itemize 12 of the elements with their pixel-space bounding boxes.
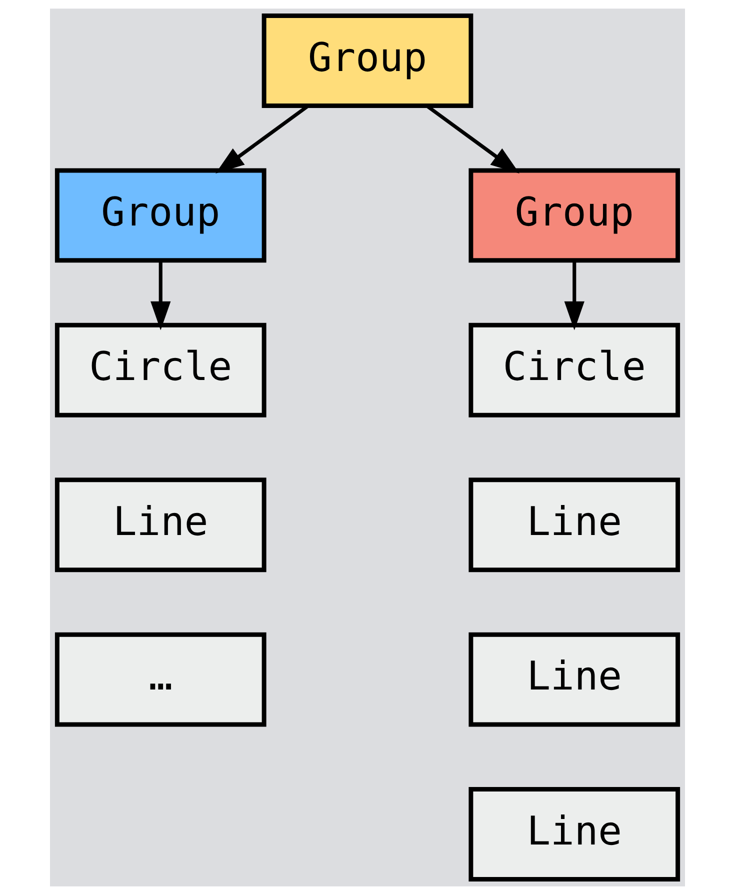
node-box: Line bbox=[54, 478, 266, 572]
arrow bbox=[150, 260, 171, 330]
node-box: Group bbox=[54, 168, 266, 263]
arrow bbox=[564, 260, 584, 330]
node-box: … bbox=[54, 632, 266, 727]
node-box: Group bbox=[468, 168, 680, 263]
node-box: Circle bbox=[468, 322, 680, 418]
node-box: Circle bbox=[54, 322, 266, 418]
node-box: Group bbox=[262, 14, 474, 108]
node-box: Line bbox=[468, 787, 680, 882]
node-box: Line bbox=[468, 632, 680, 727]
node-box: Line bbox=[468, 478, 680, 572]
